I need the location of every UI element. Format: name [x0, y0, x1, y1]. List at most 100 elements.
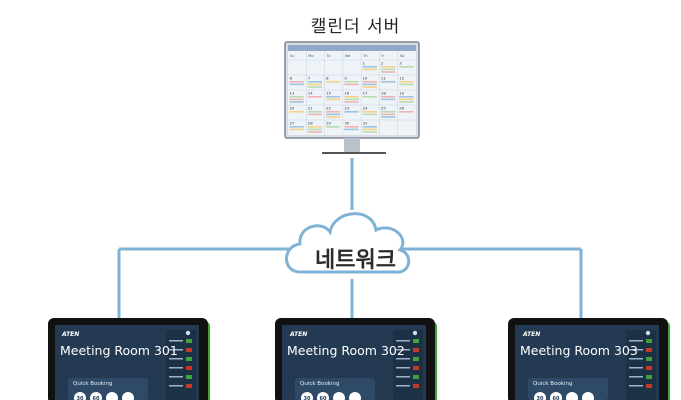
quick-booking-button[interactable] [550, 392, 562, 400]
calendar-event [362, 96, 377, 98]
calendar-event [362, 83, 377, 86]
calendar-day: 23 [344, 106, 349, 111]
calendar-day: 3 [399, 61, 402, 66]
quick-booking-button[interactable] [301, 392, 313, 400]
calendar-event [380, 96, 396, 98]
calendar-event [326, 111, 341, 113]
calendar-weekday: We [345, 54, 351, 58]
calendar-event [326, 116, 341, 118]
panel-3-room-name: Meeting Room 303 [520, 343, 638, 358]
calendar-event [307, 131, 323, 133]
calendar-event [289, 81, 304, 83]
quick-booking-button[interactable] [333, 392, 345, 400]
quick-booking-button-label: 60 [93, 396, 100, 400]
panel-3-brand: ATEN [523, 331, 541, 338]
calendar-event [380, 68, 396, 71]
calendar-event [326, 113, 341, 116]
quick-booking-button[interactable] [582, 392, 594, 400]
calendar-day: 11 [381, 76, 386, 81]
calendar-day: 19 [399, 91, 404, 96]
quick-booking-button-label: 60 [553, 396, 560, 400]
calendar-day: 31 [363, 121, 368, 126]
calendar-day: 28 [308, 121, 313, 126]
calendar-event [344, 126, 359, 128]
calendar-event [307, 111, 323, 113]
calendar-event [399, 66, 414, 68]
calendar-day: 7 [308, 76, 311, 81]
calendar-day: 16 [344, 91, 349, 96]
calendar-event [344, 111, 359, 113]
calendar-day: 10 [363, 76, 368, 81]
calendar-event [344, 128, 359, 131]
calendar-event [380, 81, 396, 83]
calendar-event [380, 113, 396, 116]
calendar-day: 20 [290, 106, 295, 111]
quick-booking-button-label: 30 [77, 396, 84, 400]
panel-1-brand: ATEN [62, 331, 80, 338]
calendar-event [362, 66, 377, 68]
connector-lines [117, 158, 583, 318]
quick-booking-button[interactable] [566, 392, 578, 400]
calendar-event [307, 96, 323, 98]
calendar-event [399, 81, 414, 83]
calendar-weekday: Tu [326, 54, 331, 58]
calendar-event [380, 71, 396, 73]
calendar-event [307, 83, 323, 86]
calendar-event [380, 98, 396, 101]
room-panel-2: 30 60 [275, 318, 437, 400]
calendar-day: 17 [363, 91, 368, 96]
calendar-event [380, 116, 396, 118]
calendar-day: 6 [290, 76, 293, 81]
calendar-event [362, 68, 377, 71]
calendar-event [289, 83, 304, 86]
calendar-event [289, 126, 304, 128]
room-panel-3: 30 60 [508, 318, 670, 400]
server-title: 캘린더 서버 [310, 17, 401, 37]
calendar-day: 13 [290, 91, 295, 96]
calendar-event [380, 66, 396, 68]
quick-booking-button[interactable] [349, 392, 361, 400]
calendar-event [399, 101, 414, 103]
calendar-event [289, 101, 304, 103]
calendar-day: 26 [399, 106, 404, 111]
calendar-event [289, 98, 304, 101]
calendar-day: 15 [326, 91, 331, 96]
quick-booking-button[interactable] [74, 392, 86, 400]
calendar-day: 25 [381, 106, 386, 111]
quick-booking-button[interactable] [317, 392, 329, 400]
panel-2-quick-booking: Quick Booking [300, 381, 340, 387]
quick-booking-button-label: 30 [304, 396, 311, 400]
calendar-weekday: Fr [381, 54, 385, 58]
calendar-event [362, 81, 377, 83]
quick-booking-button[interactable] [106, 392, 118, 400]
calendar-day: 27 [290, 121, 295, 126]
calendar-event [307, 113, 323, 116]
calendar-event [362, 113, 377, 116]
panel-3-quick-booking: Quick Booking [533, 381, 573, 387]
quick-booking-button[interactable] [122, 392, 134, 400]
calendar-event [362, 128, 377, 131]
quick-booking-button-label: 60 [320, 396, 327, 400]
calendar-event [307, 81, 323, 83]
calendar-day: 8 [326, 76, 329, 81]
quick-booking-button-label: 30 [537, 396, 544, 400]
calendar-event [344, 81, 359, 83]
calendar-event [399, 83, 414, 86]
calendar-day: 1 [363, 61, 366, 66]
calendar-event [344, 96, 359, 98]
calendar-day: 24 [363, 106, 368, 111]
calendar-weekday: Th [362, 54, 367, 58]
quick-booking-button[interactable] [534, 392, 546, 400]
panel-1-quick-booking: Quick Booking [73, 381, 113, 387]
calendar-event [344, 101, 359, 103]
calendar-day: 9 [344, 76, 347, 81]
calendar-event [362, 126, 377, 128]
calendar-event [326, 126, 341, 128]
calendar-event [380, 111, 396, 113]
calendar-event [289, 111, 304, 113]
quick-booking-button[interactable] [90, 392, 102, 400]
calendar-day: 22 [326, 106, 331, 111]
calendar-day: 18 [381, 91, 386, 96]
calendar-event [307, 86, 323, 88]
